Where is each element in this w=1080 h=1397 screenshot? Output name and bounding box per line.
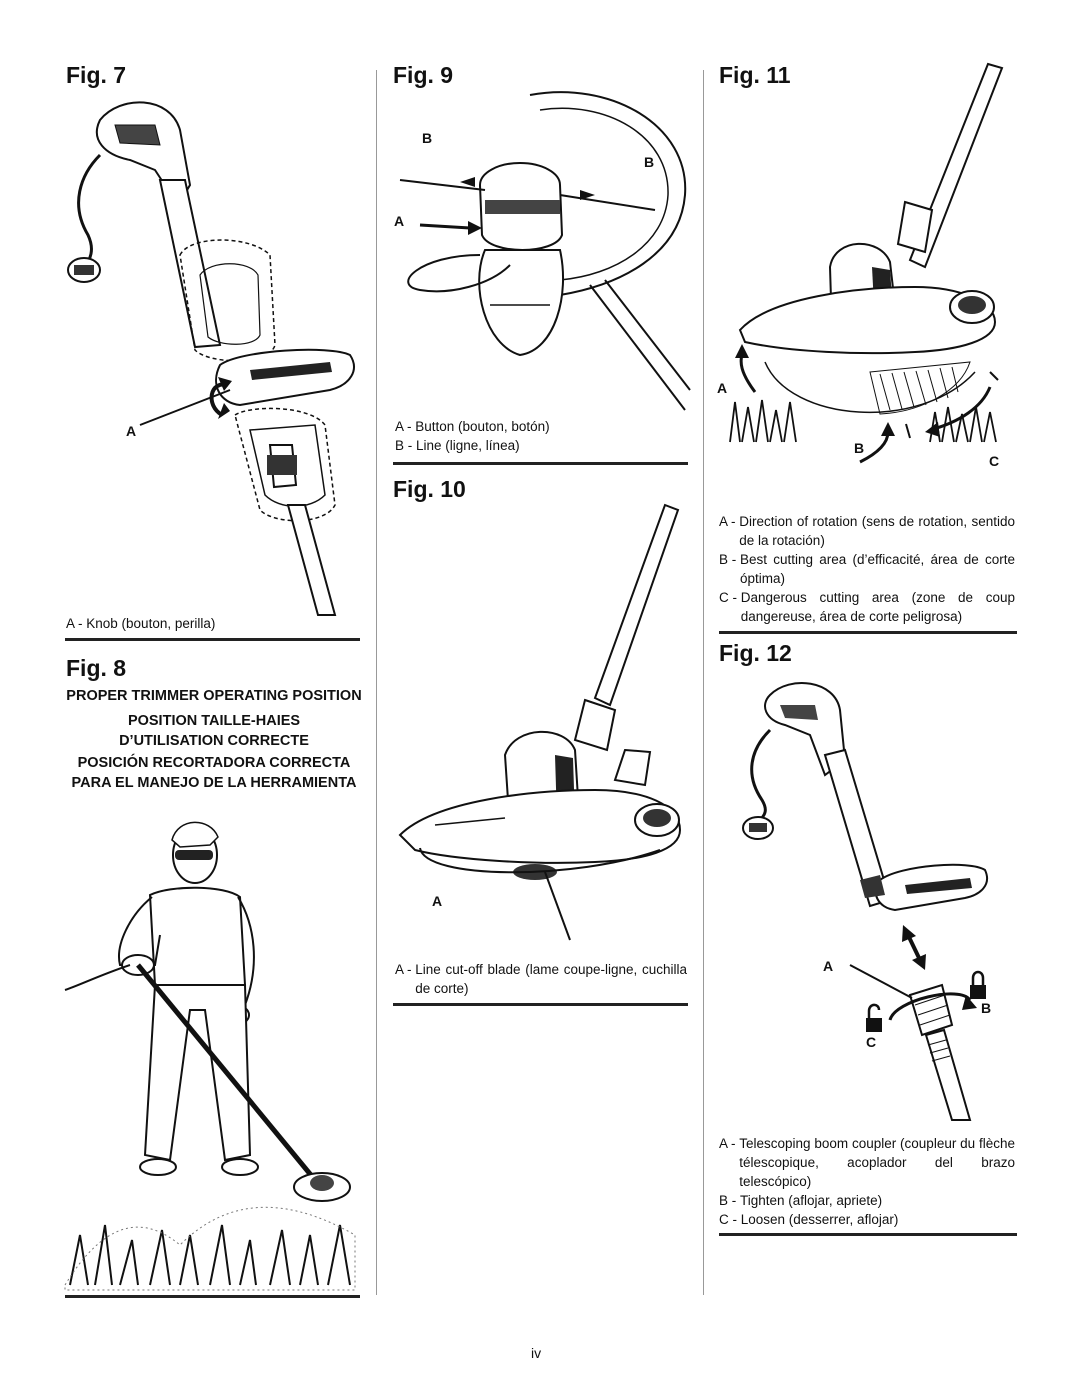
fig9-label-a: A	[394, 213, 405, 229]
fig8-heading-en: PROPER TRIMMER OPERATING POSITION	[66, 688, 362, 704]
fig12-caption: A - Telescoping boom coupler (coupleur d…	[719, 1134, 1015, 1229]
fig10-title: Fig. 10	[393, 476, 466, 502]
fig10-caption-item-a: A - Line cut-off blade (lame coupe-ligne…	[395, 962, 687, 996]
fig8-heading-fr: POSITION TAILLE-HAIES D’UTILISATION CORR…	[119, 713, 309, 749]
fig9-label-b1: B	[422, 130, 433, 146]
fig12-label-c: C	[866, 1034, 877, 1050]
fig12-label-a: A	[823, 958, 834, 974]
fig9-label-b2: B	[644, 154, 655, 170]
fig10-bottom-rule	[393, 1003, 688, 1006]
fig11-caption-item-b: B - Best cutting area (d’efficacité, áre…	[719, 552, 1015, 586]
fig11-label-b: B	[854, 440, 865, 456]
fig12-coupler-illustration	[730, 680, 1020, 1120]
fig11-label-a: A	[717, 380, 728, 396]
fig7-caption-item-a: A - Knob (bouton, perilla)	[66, 616, 216, 631]
fig12-caption-item-c: C - Loosen (desserrer, aflojar)	[719, 1212, 899, 1227]
column-divider-left	[376, 70, 377, 1295]
fig8-bottom-rule	[65, 1295, 360, 1298]
fig9-title: Fig. 9	[393, 62, 454, 88]
fig9-caption-item-b: B - Line (ligne, línea)	[395, 438, 520, 453]
column-divider-right	[703, 70, 704, 1295]
fig12-bottom-rule	[719, 1233, 1017, 1236]
fig11-title: Fig. 11	[719, 62, 791, 88]
fig9-caption: A - Button (bouton, botón) B - Line (lig…	[395, 417, 685, 455]
page-number: iv	[531, 1345, 542, 1361]
fig12-caption-item-a: A - Telescoping boom coupler (coupleur d…	[719, 1136, 1015, 1189]
fig9-spool-illustration	[390, 85, 690, 415]
fig11-caption: A - Direction of rotation (sens de rotat…	[719, 512, 1015, 626]
fig7-caption: A - Knob (bouton, perilla)	[66, 614, 358, 633]
fig8-operator-illustration	[60, 815, 360, 1295]
fig11-label-c: C	[989, 453, 1000, 469]
fig9-caption-item-a: A - Button (bouton, botón)	[395, 419, 550, 434]
fig8-heading-es: POSICIÓN RECORTADORA CORRECTA PARA EL MA…	[71, 755, 357, 791]
fig11-cutting-area-illustration	[720, 62, 1020, 472]
fig10-trimmer-head-illustration	[395, 500, 685, 940]
fig7-bottom-rule	[65, 638, 360, 641]
fig8-title: Fig. 8	[66, 655, 127, 681]
fig12-title: Fig. 12	[719, 640, 792, 666]
fig7-trimmer-illustration	[60, 85, 360, 615]
fig12-caption-item-b: B - Tighten (aflojar, apriete)	[719, 1193, 883, 1208]
fig9-bottom-rule	[393, 462, 688, 465]
fig7-label-a: A	[126, 423, 137, 439]
fig7-title: Fig. 7	[66, 62, 127, 88]
fig11-caption-item-c: C - Dangerous cutting area (zone de coup…	[719, 590, 1015, 624]
fig12-label-b: B	[981, 1000, 992, 1016]
fig10-label-a: A	[432, 893, 443, 909]
fig10-caption: A - Line cut-off blade (lame coupe-ligne…	[395, 960, 687, 998]
fig11-bottom-rule	[719, 631, 1017, 634]
fig11-caption-item-a: A - Direction of rotation (sens de rotat…	[719, 514, 1015, 548]
